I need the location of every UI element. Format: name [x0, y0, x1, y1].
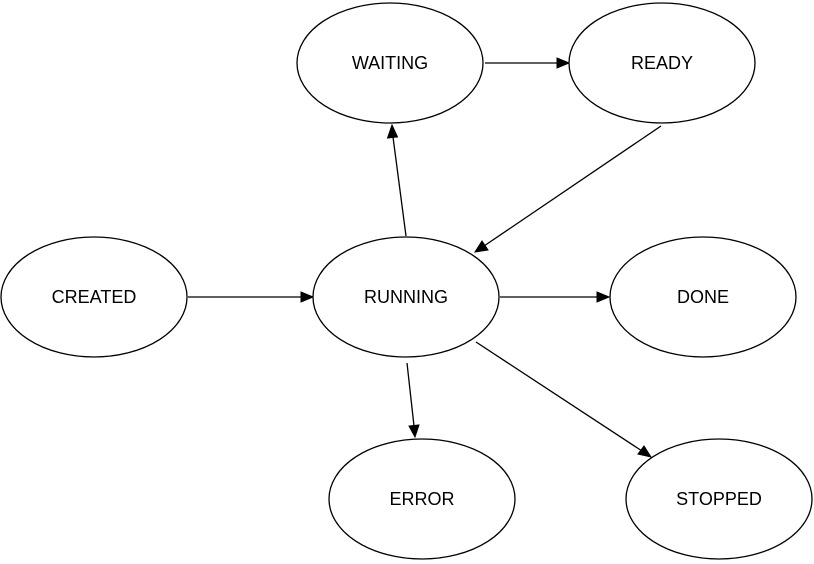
- arrowhead-icon: [637, 445, 653, 458]
- edge-line: [483, 125, 662, 247]
- edge-running-to-done: [500, 291, 611, 303]
- arrowhead-icon: [408, 424, 420, 439]
- arrowhead-icon: [473, 240, 489, 253]
- state-node-running[interactable]: RUNNING: [312, 236, 500, 358]
- state-label-error: ERROR: [389, 489, 454, 509]
- edge-running-to-stopped: [475, 341, 653, 458]
- state-node-ready[interactable]: READY: [568, 2, 756, 124]
- arrowhead-icon: [386, 123, 399, 139]
- state-label-running: RUNNING: [364, 287, 448, 307]
- edge-created-to-running: [188, 291, 315, 303]
- state-label-ready: READY: [631, 53, 693, 73]
- edge-line: [475, 341, 643, 452]
- arrowhead-icon: [300, 291, 315, 303]
- edge-running-to-waiting: [386, 123, 407, 237]
- state-ellipse: [0, 236, 188, 358]
- state-label-created: CREATED: [52, 287, 137, 307]
- state-ellipse: [296, 2, 484, 124]
- arrowhead-icon: [596, 291, 611, 303]
- edge-running-to-error: [406, 362, 420, 439]
- arrowhead-icon: [556, 57, 571, 69]
- edges: [188, 57, 662, 458]
- state-ellipse: [328, 438, 516, 560]
- state-node-done[interactable]: DONE: [609, 236, 797, 358]
- state-ellipse: [312, 236, 500, 358]
- state-node-stopped[interactable]: STOPPED: [625, 438, 813, 560]
- state-label-waiting: WAITING: [352, 53, 428, 73]
- edge-waiting-to-ready: [485, 57, 571, 69]
- state-node-waiting[interactable]: WAITING: [296, 2, 484, 124]
- edge-ready-to-running: [473, 125, 662, 253]
- state-node-created[interactable]: CREATED: [0, 236, 188, 358]
- state-ellipse: [625, 438, 813, 560]
- edge-line: [406, 362, 415, 427]
- state-label-stopped: STOPPED: [676, 489, 762, 509]
- edge-line: [392, 136, 407, 237]
- state-ellipse: [609, 236, 797, 358]
- state-node-error[interactable]: ERROR: [328, 438, 516, 560]
- state-label-done: DONE: [677, 287, 729, 307]
- state-ellipse: [568, 2, 756, 124]
